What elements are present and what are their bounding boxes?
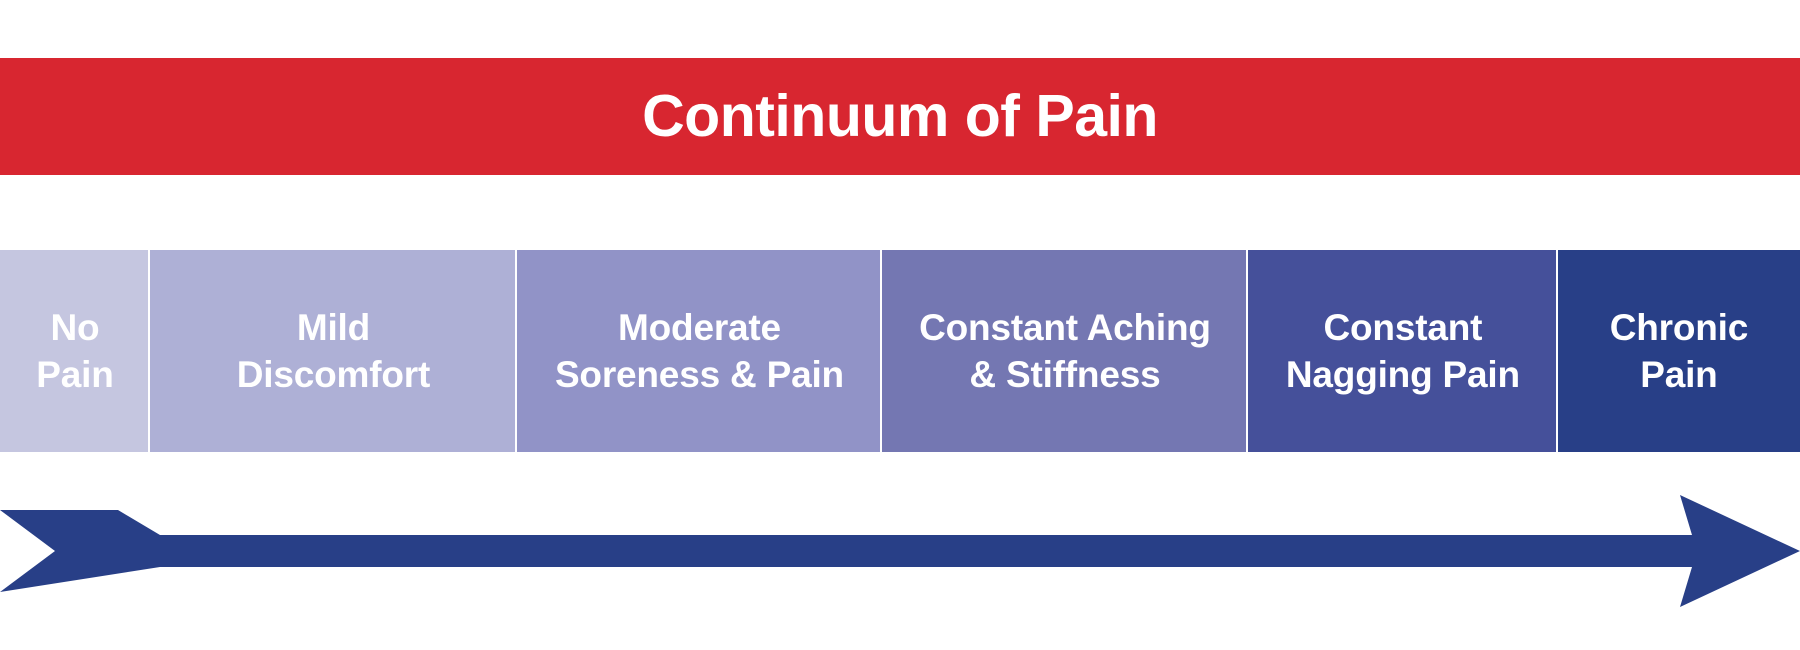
title-banner: Continuum of Pain [0, 58, 1800, 175]
pain-segment-label: Chronic Pain [1609, 306, 1749, 395]
pain-segment-label: Mild Discomfort [236, 306, 431, 395]
pain-segment-constant-aching-and-stiffness: Constant Aching & Stiffness [881, 250, 1248, 452]
arrow-icon [0, 495, 1800, 607]
pain-scale-bar: No Pain Mild Discomfort Moderate Sorenes… [0, 250, 1800, 452]
increasing-pain-arrow [0, 495, 1800, 607]
page-title: Continuum of Pain [642, 83, 1158, 149]
segment-divider [879, 250, 882, 452]
segment-divider [514, 250, 517, 452]
pain-segment-mild-discomfort: Mild Discomfort [149, 250, 517, 452]
pain-segment-label: No Pain [36, 306, 114, 395]
pain-segment-constant-nagging-pain: Constant Nagging Pain [1247, 250, 1558, 452]
pain-segment-label: Constant Nagging Pain [1285, 306, 1520, 395]
pain-segment-no-pain: No Pain [0, 250, 150, 452]
segment-divider [1555, 250, 1558, 452]
pain-segment-chronic-pain: Chronic Pain [1557, 250, 1800, 452]
pain-segment-moderate-soreness-and-pain: Moderate Soreness & Pain [516, 250, 882, 452]
pain-segment-label: Moderate Soreness & Pain [554, 306, 844, 395]
segment-divider [1245, 250, 1248, 452]
segment-divider [147, 250, 150, 452]
pain-segment-label: Constant Aching & Stiffness [919, 306, 1211, 395]
